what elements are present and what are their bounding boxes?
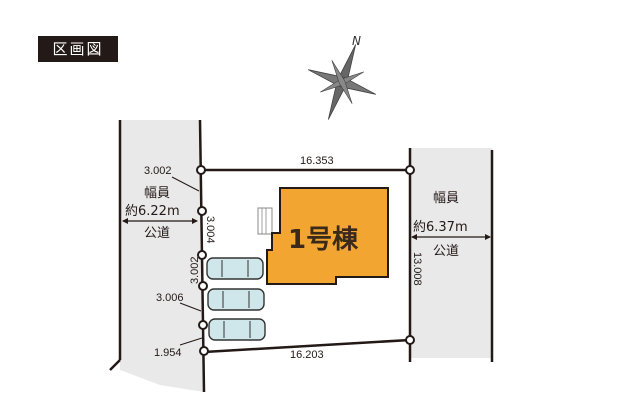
- dim-left-2: 3.004: [204, 216, 216, 244]
- dim-bottom: 16.203: [290, 349, 324, 361]
- title-badge: 区画図: [38, 36, 118, 62]
- left-road-width-label: 幅員: [144, 186, 170, 201]
- building-1: 1号棟: [266, 187, 389, 285]
- parking-cars: [206, 257, 266, 341]
- car-3: [208, 318, 266, 341]
- dim-left-4: 3.006: [156, 292, 184, 304]
- left-road-width-value: 約6.22m: [125, 204, 180, 219]
- right-road-width-value: 約6.37m: [413, 220, 468, 235]
- dim-left-1: 3.002: [144, 165, 172, 177]
- dim-left-3: 3.002: [189, 256, 201, 284]
- right-road-type: 公道: [433, 244, 459, 259]
- lot-boundary: [196, 165, 415, 356]
- right-road-width-label: 幅員: [433, 191, 459, 206]
- dim-right: 13.008: [411, 252, 423, 286]
- car-1: [206, 257, 264, 280]
- dim-left-5: 1.954: [154, 347, 182, 359]
- compass-rose-icon: N: [307, 34, 377, 120]
- north-label: N: [352, 34, 361, 48]
- building-label: 1号棟: [288, 225, 359, 255]
- right-road: [408, 148, 494, 362]
- entry-steps: [257, 207, 273, 235]
- dim-top: 16.353: [300, 155, 334, 167]
- left-road-type: 公道: [144, 226, 170, 241]
- car-2: [207, 288, 265, 311]
